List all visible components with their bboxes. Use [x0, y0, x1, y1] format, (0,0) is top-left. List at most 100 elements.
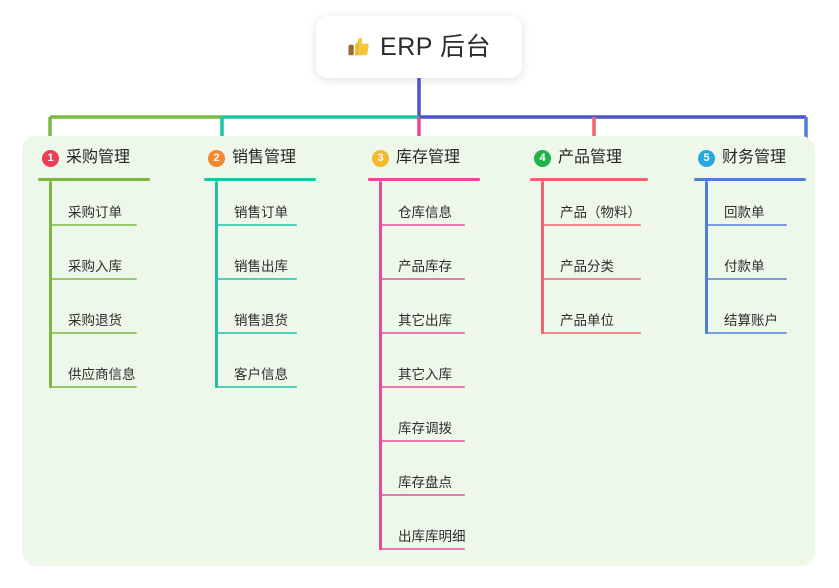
branch-item-underline: [379, 548, 465, 550]
branch-item-underline: [379, 386, 465, 388]
branch-item-label: 客户信息: [234, 366, 288, 382]
branch-item-label: 采购入库: [68, 258, 122, 274]
branch-item-underline: [49, 332, 137, 334]
branch-item-list-2: 销售订单销售出库销售退货客户信息: [204, 181, 354, 397]
branch-item-list-1: 采购订单采购入库采购退货供应商信息: [38, 181, 188, 397]
branch-spine-5: [705, 181, 708, 334]
branch-item-list-3: 仓库信息产品库存其它出库其它入库库存调拨库存盘点出库库明细: [368, 181, 518, 559]
branch-item-label: 付款单: [724, 258, 765, 274]
branch-title-5: 财务管理: [722, 149, 787, 166]
thumbs-up-icon: [348, 37, 369, 56]
branch-underline-2: [204, 178, 316, 181]
branch-underline-4: [530, 178, 648, 181]
branch-item[interactable]: 产品（物料）: [530, 181, 690, 235]
branch-item[interactable]: 其它出库: [368, 289, 518, 343]
branch-title-1: 采购管理: [66, 149, 131, 166]
branch-item-underline: [49, 224, 137, 226]
branch-underline-3: [368, 178, 480, 181]
branch-item-label: 产品单位: [560, 312, 614, 328]
branch-item-label: 库存调拨: [398, 420, 452, 436]
branch-item-underline: [379, 494, 465, 496]
branch-header-2[interactable]: 2 销售管理: [204, 146, 354, 170]
branch-column-1: 1 采购管理采购订单采购入库采购退货供应商信息: [38, 146, 188, 397]
branch-item-underline: [215, 386, 297, 388]
branch-item[interactable]: 客户信息: [204, 343, 354, 397]
branch-item[interactable]: 采购入库: [38, 235, 188, 289]
branch-spine-2: [215, 181, 218, 388]
branch-spine-3: [379, 181, 382, 550]
branch-title-4: 产品管理: [558, 149, 623, 166]
branch-underline-1: [38, 178, 150, 181]
branch-item-underline: [49, 278, 137, 280]
branch-item-underline: [379, 224, 465, 226]
branch-item[interactable]: 产品库存: [368, 235, 518, 289]
branch-item-label: 其它出库: [398, 312, 452, 328]
branch-item-underline: [379, 440, 465, 442]
branch-item[interactable]: 库存调拨: [368, 397, 518, 451]
branch-title-2: 销售管理: [232, 149, 297, 166]
branch-badge-1: 1: [42, 149, 59, 167]
branch-item-label: 采购退货: [68, 312, 122, 328]
branch-item-underline: [215, 332, 297, 334]
branch-item[interactable]: 销售出库: [204, 235, 354, 289]
branch-item[interactable]: 出库库明细: [368, 505, 518, 559]
branch-item[interactable]: 采购订单: [38, 181, 188, 235]
branch-item-underline: [705, 278, 787, 280]
branch-item-underline: [215, 278, 297, 280]
branch-item-label: 库存盘点: [398, 474, 452, 490]
branch-item[interactable]: 付款单: [694, 235, 839, 289]
branch-item-label: 结算账户: [724, 312, 778, 328]
connector-lines: [48, 78, 808, 150]
branch-item-label: 出库库明细: [398, 528, 466, 544]
branch-item[interactable]: 销售订单: [204, 181, 354, 235]
branch-item[interactable]: 采购退货: [38, 289, 188, 343]
branch-column-5: 5 财务管理回款单付款单结算账户: [694, 146, 839, 343]
branch-badge-3: 3: [372, 149, 389, 167]
branch-item[interactable]: 库存盘点: [368, 451, 518, 505]
branch-item-list-4: 产品（物料） 产品分类产品单位: [530, 181, 690, 343]
branch-item-label: 销售退货: [234, 312, 288, 328]
branch-item-underline: [541, 224, 641, 226]
branch-item-label: 产品分类: [560, 258, 614, 274]
root-title-inner: ERP 后台: [347, 32, 491, 61]
branch-spine-1: [49, 181, 52, 388]
branch-spine-4: [541, 181, 544, 334]
branch-item-underline: [541, 278, 641, 280]
branch-item-label: 其它入库: [398, 366, 452, 382]
branch-header-3[interactable]: 3 库存管理: [368, 146, 518, 170]
branch-item[interactable]: 其它入库: [368, 343, 518, 397]
branch-header-1[interactable]: 1 采购管理: [38, 146, 188, 170]
branch-item-label: 采购订单: [68, 204, 122, 220]
branch-column-2: 2 销售管理销售订单销售出库销售退货客户信息: [204, 146, 354, 397]
branch-item[interactable]: 仓库信息: [368, 181, 518, 235]
branch-item[interactable]: 产品分类: [530, 235, 690, 289]
branch-column-4: 4 产品管理产品（物料） 产品分类产品单位: [530, 146, 690, 343]
branch-badge-5: 5: [698, 149, 715, 167]
root-title-card[interactable]: ERP 后台: [316, 16, 522, 78]
branch-item-underline: [705, 224, 787, 226]
branch-header-4[interactable]: 4 产品管理: [530, 146, 690, 170]
branch-item[interactable]: 销售退货: [204, 289, 354, 343]
branch-item-underline: [49, 386, 137, 388]
branch-item-label: 产品（物料）: [560, 204, 641, 220]
branch-item[interactable]: 回款单: [694, 181, 839, 235]
branch-item-list-5: 回款单付款单结算账户: [694, 181, 839, 343]
root-title-text: ERP 后台: [380, 32, 491, 61]
branch-item-underline: [379, 332, 465, 334]
branch-item-label: 产品库存: [398, 258, 452, 274]
branch-item-label: 回款单: [724, 204, 765, 220]
branch-item[interactable]: 结算账户: [694, 289, 839, 343]
branch-badge-4: 4: [534, 149, 551, 167]
branch-item[interactable]: 产品单位: [530, 289, 690, 343]
branch-item[interactable]: 供应商信息: [38, 343, 188, 397]
branch-item-label: 仓库信息: [398, 204, 452, 220]
branch-item-underline: [215, 224, 297, 226]
branch-badge-2: 2: [208, 149, 225, 167]
branch-header-5[interactable]: 5 财务管理: [694, 146, 839, 170]
branch-item-underline: [541, 332, 641, 334]
branch-title-3: 库存管理: [396, 149, 461, 166]
branch-underline-5: [694, 178, 806, 181]
branch-item-label: 销售订单: [234, 204, 288, 220]
branch-item-label: 销售出库: [234, 258, 288, 274]
